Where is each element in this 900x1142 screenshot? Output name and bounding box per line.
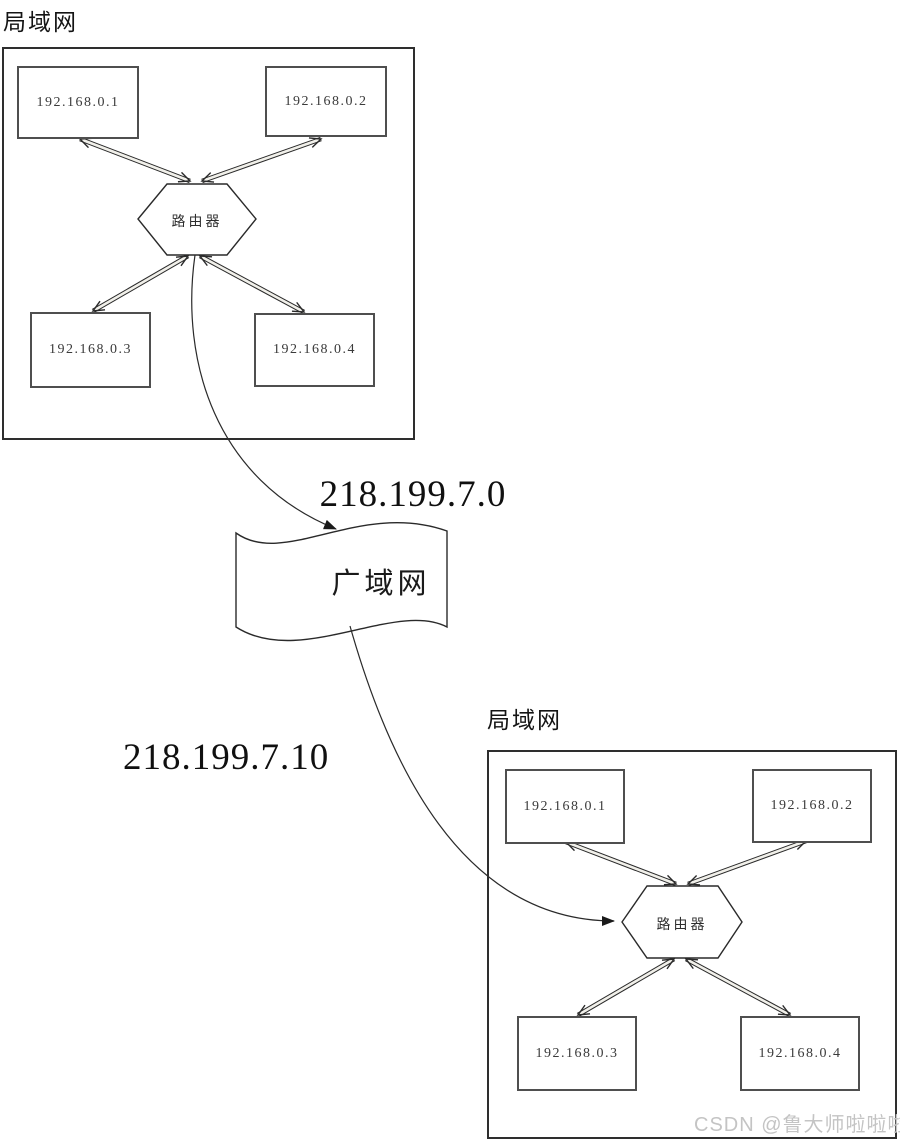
lan1-boundary — [2, 47, 415, 440]
lan2-link-host1-router — [564, 839, 678, 887]
lan1-host-4: 192.168.0.4 — [254, 313, 375, 387]
lan1-link-host3-router — [91, 254, 190, 313]
lan1-link-host1-router — [78, 136, 192, 184]
lan2-host-1: 192.168.0.1 — [505, 769, 625, 844]
link-wan-to-lan2-router — [349, 625, 615, 926]
lan2-link-host4-router — [684, 956, 792, 1018]
lan2-link-host2-router — [686, 838, 808, 887]
lan2-label: 局域网 — [487, 708, 562, 733]
lan2-router-hexagon — [621, 885, 743, 959]
lan2-boundary — [487, 750, 897, 1139]
lan1-link-host4-router — [198, 253, 306, 315]
lan2-link-host3-router — [576, 957, 676, 1017]
lan2-host-3: 192.168.0.3 — [517, 1016, 637, 1091]
lan1-host-1: 192.168.0.1 — [17, 66, 139, 139]
lan1-router-label: 路由器 — [171, 215, 223, 230]
lan1-host-3: 192.168.0.3 — [30, 312, 151, 388]
lan1-host-2: 192.168.0.2 — [265, 66, 387, 137]
wan-label: 广域网 — [331, 568, 431, 600]
wan-address-label: 218.199.7.0 — [319, 474, 507, 515]
lan2-router-label: 路由器 — [656, 918, 708, 933]
lan2-router-address-label: 218.199.7.10 — [123, 737, 330, 778]
lan1-link-host2-router — [200, 136, 323, 184]
wan-wave-shape — [235, 521, 448, 642]
link-lan1-router-to-wan — [191, 254, 337, 530]
lan1-router-hexagon — [137, 183, 257, 256]
watermark: CSDN @鲁大师啦啦啦 — [694, 1114, 900, 1136]
lan1-label: 局域网 — [3, 10, 78, 35]
lan2-host-4: 192.168.0.4 — [740, 1016, 860, 1091]
lan2-host-2: 192.168.0.2 — [752, 769, 872, 843]
